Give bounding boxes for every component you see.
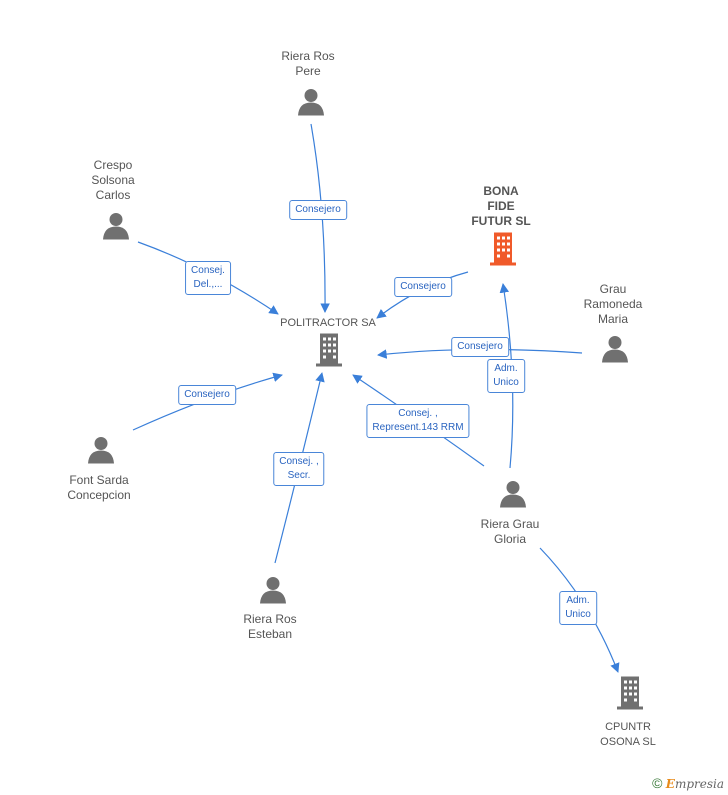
person-icon[interactable] (600, 334, 630, 369)
edge-label-adm-unico[interactable]: Adm. Unico (559, 591, 597, 625)
edge-label-consejero[interactable]: Consejero (178, 385, 236, 405)
brand-logo: Empresia (665, 777, 724, 791)
copyright-icon: © (652, 775, 663, 791)
edge-label-consejero[interactable]: Consejero (451, 337, 509, 357)
edge-label-consej-secr[interactable]: Consej. , Secr. (273, 452, 325, 486)
edge-label-consej-del[interactable]: Consej. Del.,... (185, 261, 231, 295)
node-label-bona-fide[interactable]: BONA FIDE FUTUR SL (471, 184, 531, 228)
brand-watermark: © Empresia (652, 775, 724, 791)
building-icon[interactable] (313, 332, 345, 373)
building-icon[interactable] (487, 231, 519, 272)
person-icon[interactable] (86, 435, 116, 470)
person-icon[interactable] (296, 87, 326, 122)
edge-label-consejero[interactable]: Consejero (394, 277, 452, 297)
person-icon[interactable] (258, 575, 288, 610)
person-icon[interactable] (101, 211, 131, 246)
node-label-crespo[interactable]: Crespo Solsona Carlos (91, 158, 135, 202)
node-label-riera-ros-esteban[interactable]: Riera Ros Esteban (243, 612, 297, 641)
node-label-font-sarda[interactable]: Font Sarda Concepcion (67, 473, 131, 502)
node-label-riera-ros-pere[interactable]: Riera Ros Pere (281, 49, 335, 78)
node-label-grau[interactable]: Grau Ramoneda Maria (583, 282, 643, 326)
edge-label-consej-represent[interactable]: Consej. , Represent.143 RRM (366, 404, 470, 438)
node-label-cpuntr[interactable]: CPUNTR OSONA SL (600, 721, 656, 748)
node-label-politractor[interactable]: POLITRACTOR SA (280, 317, 376, 329)
building-icon[interactable] (614, 675, 646, 716)
edge-label-consejero[interactable]: Consejero (289, 200, 347, 220)
node-label-riera-grau[interactable]: Riera Grau Gloria (480, 517, 540, 546)
person-icon[interactable] (498, 479, 528, 514)
edge-label-adm-unico[interactable]: Adm. Unico (487, 359, 525, 393)
